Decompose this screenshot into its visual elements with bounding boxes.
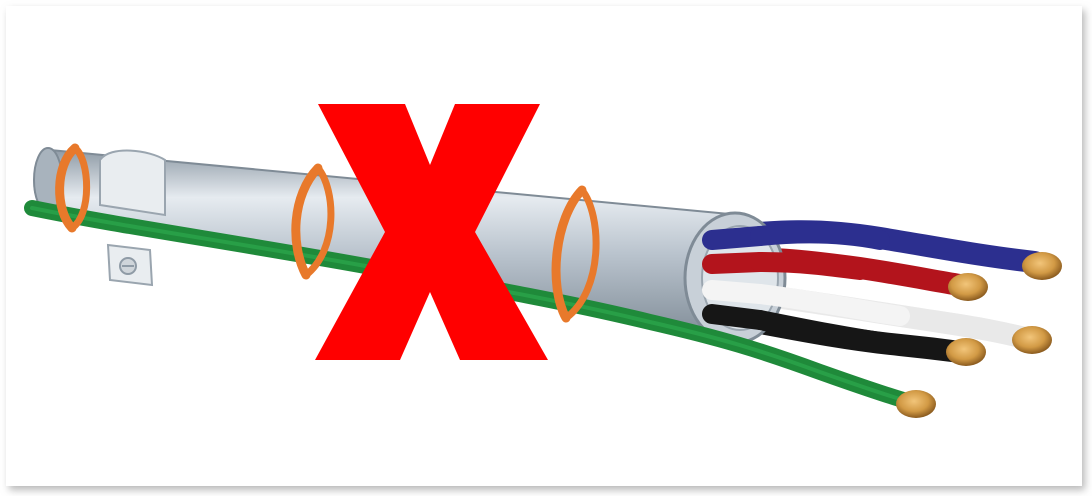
copper-end-red: [948, 273, 988, 301]
copper-end-black: [946, 338, 986, 366]
copper-end-white: [1012, 326, 1052, 354]
copper-end-blue: [1022, 252, 1062, 280]
copper-end-green: [896, 390, 936, 418]
